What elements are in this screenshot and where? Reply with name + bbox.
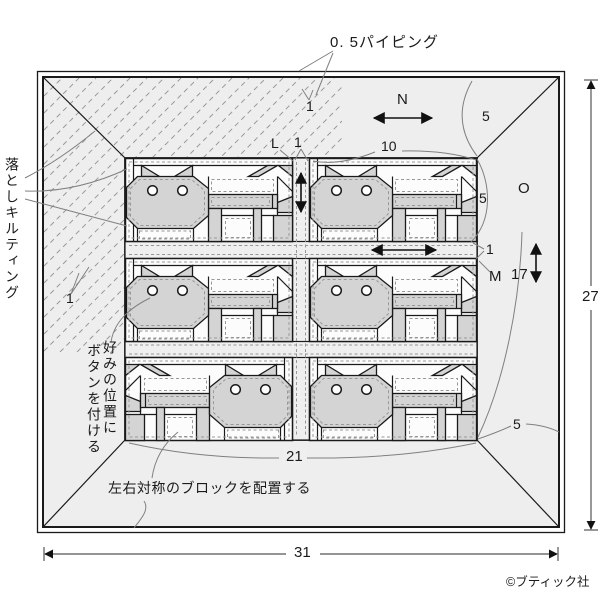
dim-quilting-spacing-left: 1: [66, 290, 74, 306]
piping-label: 0. 5パイピング: [330, 34, 440, 51]
dim-overall-height-27: 27: [580, 288, 600, 305]
horizontal-sashing-strip-2: [124, 340, 478, 359]
dim-bottom-border-5: 5: [513, 416, 521, 432]
dim-right-border-5: 5: [479, 190, 487, 206]
dimension-lines: [43, 79, 598, 561]
pig-block-r3c2: [308, 356, 478, 442]
dim-block-width-10: 10: [381, 138, 397, 154]
dim-quilting-spacing-top: 1: [306, 98, 314, 114]
dim-panel-width-21: 21: [283, 448, 306, 465]
pig-block-r2c2: [308, 257, 478, 343]
symmetry-note: 左右対称のブロックを配置する: [108, 480, 311, 496]
grain-arrows: [295, 112, 542, 284]
pig-block-r1c1: [124, 157, 294, 243]
dim-sashing-height-1: 1: [486, 241, 494, 257]
pig-block-r1c2: [308, 157, 478, 243]
ditch-quilting-note: 落としキルティング: [4, 157, 20, 301]
button-note-line1: 好みの位置に: [102, 340, 118, 436]
pig-block-r2c1: [124, 257, 294, 343]
publisher-credit: ©ブティック社: [506, 575, 590, 589]
label-m-sashing: M: [489, 268, 502, 285]
miter-seams: [42, 76, 560, 528]
dim-sashing-width-1: 1: [294, 134, 302, 150]
dim-panel-height-17: 17: [511, 266, 528, 283]
pig-block-r3c1-mirrored: [124, 356, 294, 442]
leader-lines: [24, 50, 560, 529]
button-note-line2: ボタンを付ける: [86, 343, 102, 455]
label-n-top-border: N: [397, 91, 408, 108]
label-l-sashing: L: [271, 135, 279, 151]
piping-outer-edge: [36, 70, 566, 534]
dim-overall-width-31: 31: [291, 544, 314, 561]
label-o-side-border: O: [518, 180, 530, 197]
dim-top-border-5: 5: [482, 108, 490, 124]
